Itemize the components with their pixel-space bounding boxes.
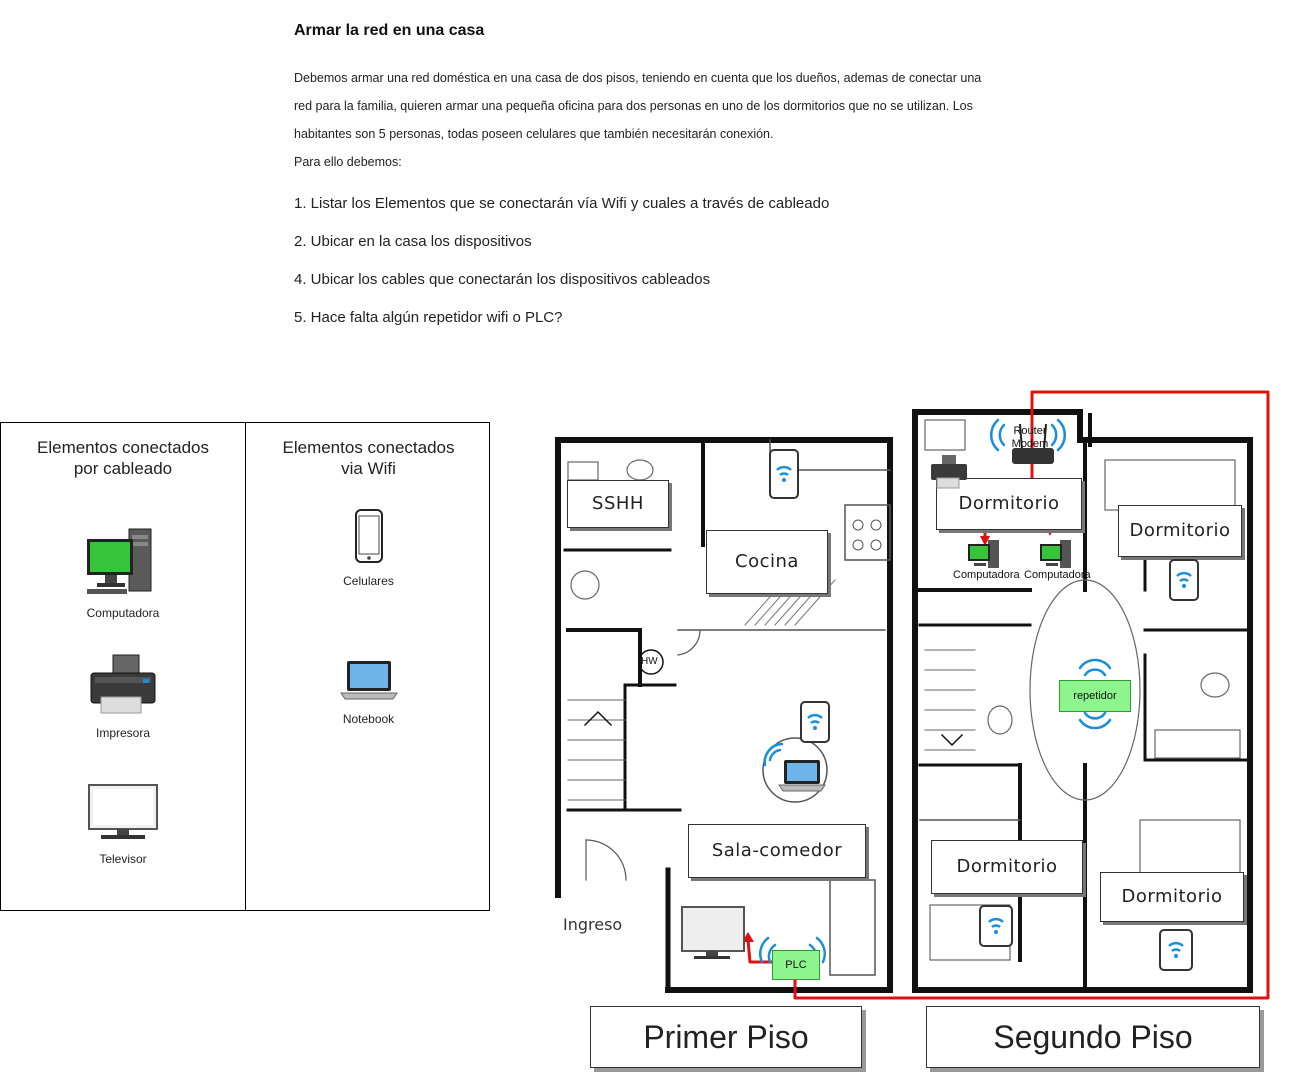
router-label-line: Router — [1013, 425, 1047, 437]
legend-phone[interactable]: Celulares — [246, 509, 491, 588]
smartphone-icon — [354, 509, 383, 563]
router-label-line: Modem — [1011, 438, 1049, 450]
router-icon — [1012, 423, 1054, 464]
entrance-label: Ingreso — [563, 915, 623, 934]
wired-column-title: Elementos conectados por cableado — [1, 437, 245, 479]
floor-phone-wifi-icon — [769, 449, 799, 499]
task-item: 4. Ubicar los cables que conectarán los … — [294, 271, 711, 288]
legend-tv-label: Televisor — [99, 852, 147, 866]
hw-label: HW — [641, 656, 658, 667]
paragraph-line: red para la familia, quieren armar una p… — [294, 99, 973, 113]
floor-tablet-wifi-icon — [1159, 929, 1193, 971]
wired-title-line: Elementos conectados — [37, 438, 209, 457]
wifi-column-title: Elementos conectados via Wifi — [246, 437, 491, 479]
printer-icon — [90, 654, 156, 714]
paragraph-line: Para ello debemos: — [294, 155, 402, 169]
legend-notebook-label: Notebook — [342, 712, 395, 726]
computer-icon — [87, 528, 152, 594]
wifi-title-line: Elementos conectados — [282, 438, 455, 457]
legend-printer-label: Impresora — [95, 726, 151, 740]
floor-tablet-wifi-icon — [979, 905, 1013, 947]
floor-tablet-wifi-icon — [800, 701, 830, 743]
floor-computer-icon — [1040, 540, 1071, 568]
room-sshh: SSHH — [567, 480, 669, 528]
repeater-device[interactable]: repetidor — [1059, 680, 1131, 712]
room-dormitorio-2: Dormitorio — [1118, 505, 1242, 557]
legend-computer-label: Computadora — [86, 606, 160, 620]
floor-tablet-wifi-icon — [1169, 559, 1199, 601]
tv-icon — [88, 784, 158, 839]
paragraph-line: Debemos armar una red doméstica en una c… — [294, 71, 982, 85]
router-label: Router Modem — [1010, 425, 1050, 451]
legend-computer[interactable]: Computadora — [1, 527, 245, 620]
intro-paragraph: Debemos armar una red doméstica en una c… — [294, 64, 1084, 176]
plc-device[interactable]: PLC — [772, 950, 820, 980]
room-sala-comedor: Sala-comedor — [688, 824, 866, 878]
room-dormitorio-3: Dormitorio — [931, 840, 1083, 894]
legend-tv[interactable]: Televisor — [1, 781, 245, 866]
wired-column: Elementos conectados por cableado Comput… — [1, 423, 246, 910]
legend-printer[interactable]: Impresora — [1, 653, 245, 740]
task-list: 1. Listar los Elementos que se conectará… — [294, 192, 829, 344]
wired-title-line: por cableado — [73, 459, 173, 478]
floor-tv-icon — [681, 906, 745, 959]
task-item: 1. Listar los Elementos que se conectará… — [294, 195, 830, 212]
floor-printer-icon — [931, 455, 967, 489]
task-item: 2. Ubicar en la casa los dispositivos — [294, 233, 532, 250]
floor-computer-icon — [968, 540, 999, 568]
page-title: Armar la red en una casa — [294, 22, 485, 39]
legend-notebook[interactable]: Notebook — [246, 659, 491, 726]
laptop-icon — [339, 661, 398, 700]
floor-laptop-icon — [778, 760, 826, 792]
computer-label: Computadora — [1024, 569, 1091, 581]
room-cocina: Cocina — [706, 530, 828, 594]
second-floor-caption: Segundo Piso — [926, 1006, 1260, 1068]
first-floor-caption: Primer Piso — [590, 1006, 862, 1068]
computer-label: Computadora — [953, 569, 1020, 581]
legend-table: Elementos conectados por cableado Comput… — [0, 422, 490, 911]
wifi-column: Elementos conectados via Wifi Celulares … — [246, 423, 491, 910]
paragraph-line: habitantes son 5 personas, todas poseen … — [294, 127, 774, 141]
room-dormitorio-4: Dormitorio — [1100, 872, 1244, 922]
task-item: 5. Hace falta algún repetidor wifi o PLC… — [294, 309, 563, 326]
legend-phone-label: Celulares — [343, 574, 394, 588]
wifi-title-line: via Wifi — [341, 459, 396, 478]
room-dormitorio-office: Dormitorio — [936, 478, 1082, 530]
